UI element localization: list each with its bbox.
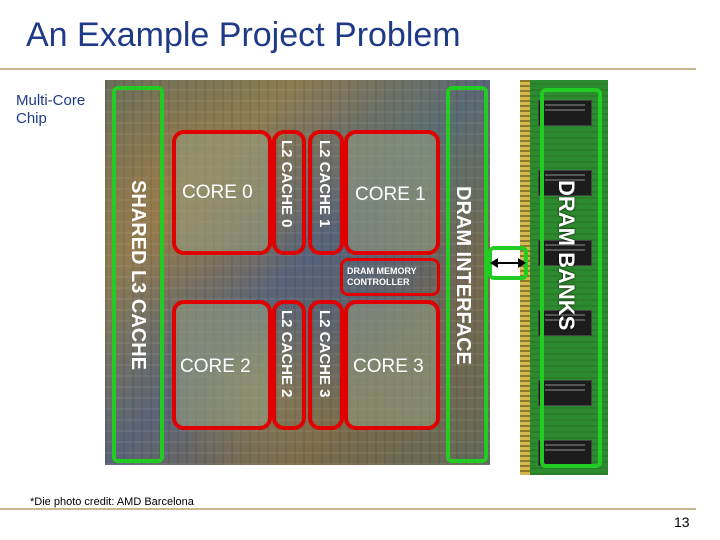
dram-banks-box: [540, 88, 602, 468]
title-divider: [0, 68, 696, 70]
core-1-label: CORE 1: [355, 184, 426, 205]
core-2-box: [172, 300, 272, 430]
l2-cache-2-box: [272, 300, 306, 430]
shared-l3-cache-box: [112, 86, 164, 463]
dram-banks-label: DRAM BANKS: [554, 180, 579, 331]
dram-interface-label: DRAM INTERFACE: [452, 185, 474, 365]
l2-cache-3-label: L2 CACHE 3: [316, 310, 333, 398]
bidirectional-arrow-icon: [490, 258, 526, 268]
l2-cache-1-label: L2 CACHE 1: [316, 140, 333, 228]
l2-cache-2-label: L2 CACHE 2: [278, 310, 295, 398]
shared-l3-cache-label: SHARED L3 CACHE: [127, 179, 149, 371]
slide-title: An Example Project Problem: [26, 16, 461, 54]
core-1-box: [344, 130, 440, 255]
chip-label: Multi-Core Chip: [16, 92, 86, 127]
core-0-label: CORE 0: [182, 182, 253, 203]
l2-cache-3-box: [308, 300, 344, 430]
core-3-label: CORE 3: [353, 356, 424, 377]
l2-cache-1-box: [308, 130, 344, 255]
dram-module: [520, 80, 608, 475]
core-0-box: [172, 130, 272, 255]
l2-cache-0-box: [272, 130, 306, 255]
footer-divider: [0, 508, 696, 510]
l2-cache-0-label: L2 CACHE 0: [278, 140, 295, 228]
dram-interface-box: [446, 86, 488, 463]
core-2-label: CORE 2: [180, 356, 251, 377]
dram-memory-controller-box: [340, 258, 440, 296]
photo-credit: *Die photo credit: AMD Barcelona: [30, 496, 194, 508]
dram-memory-controller-label: DRAM MEMORY CONTROLLER: [347, 266, 417, 287]
page-number: 13: [674, 514, 690, 530]
core-3-box: [344, 300, 440, 430]
